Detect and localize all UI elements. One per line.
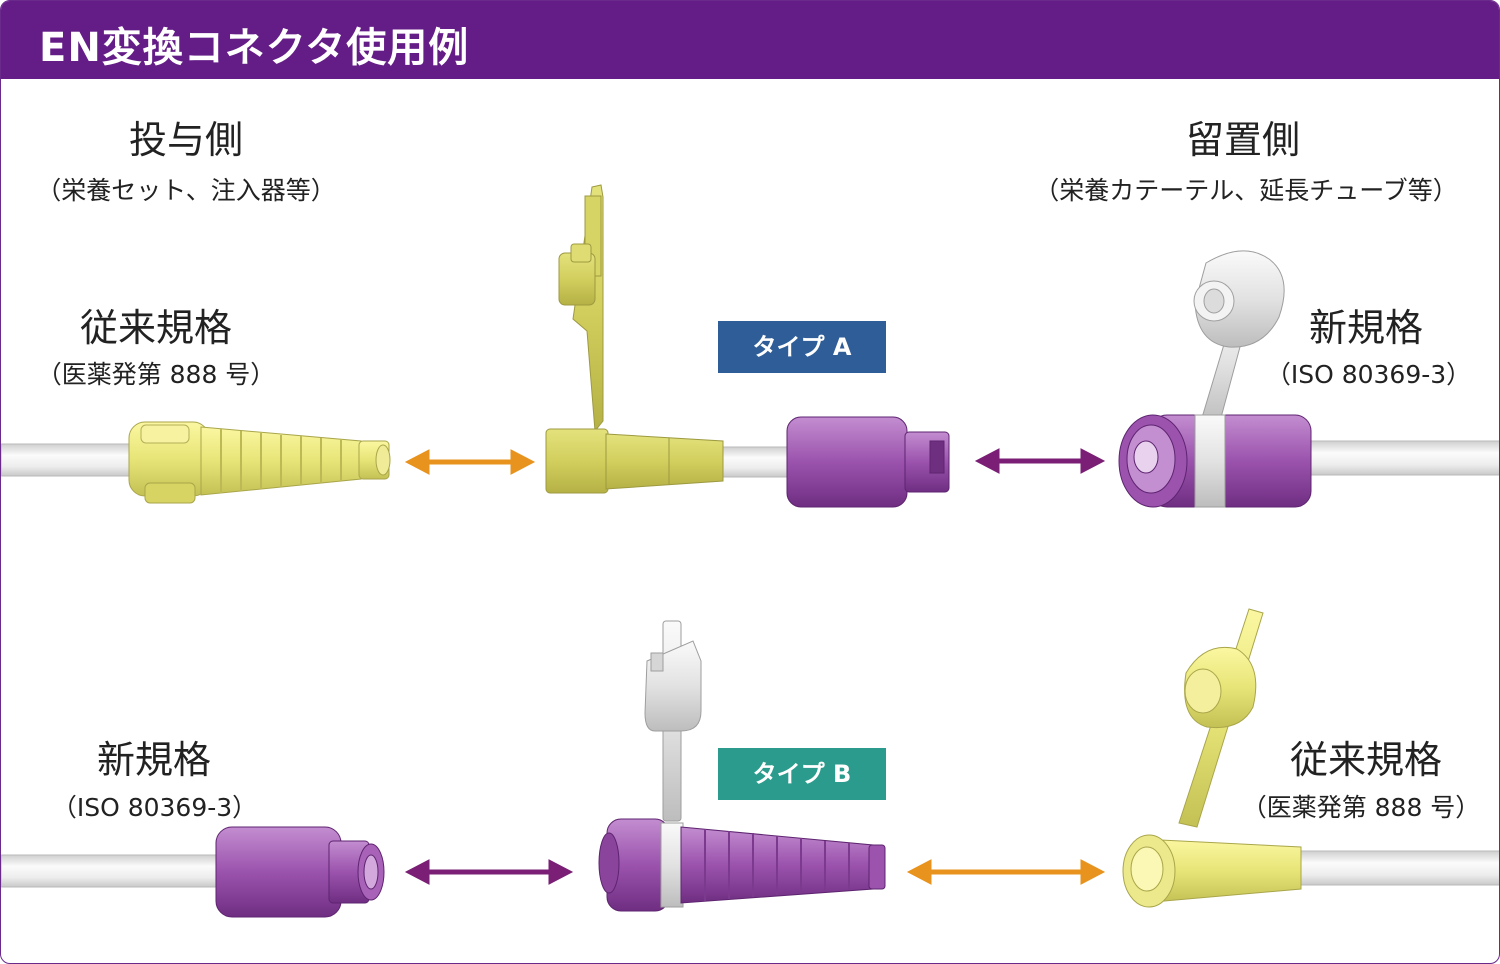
label-new-standard-top: 新規格 <box>1308 306 1423 350</box>
label-new-standard-bottom: 新規格 <box>96 738 211 782</box>
tube-bottom-right <box>1290 850 1499 886</box>
heading-administration-side: 投与側 <box>128 118 243 162</box>
label-legacy-standard-top: 従来規格 <box>79 306 232 350</box>
tube-top-right <box>1295 440 1499 476</box>
subheading-indwelling-side: （栄養カテーテル、延長チューブ等） <box>1034 176 1458 205</box>
tube-bottom-left <box>1 854 242 888</box>
type-a-adapter <box>545 184 950 508</box>
sublabel-new-standard-bottom: （ISO 80369-3） <box>51 793 258 822</box>
tube-top-middle <box>720 446 792 478</box>
arrow-top-right <box>974 448 1106 474</box>
arrow-bottom-right <box>906 859 1106 885</box>
sublabel-legacy-standard-bottom: （医薬発第 888 号） <box>1241 793 1481 822</box>
tube-top-left <box>1 443 152 477</box>
title-bar: EN変換コネクタ使用例 <box>1 1 1499 79</box>
figure-title: EN変換コネクタ使用例 <box>39 25 470 71</box>
sublabel-legacy-standard-top: （医薬発第 888 号） <box>36 360 276 389</box>
heading-indwelling-side: 留置側 <box>1185 118 1300 162</box>
badge-type-b: タイプ B <box>718 748 886 800</box>
legacy-connector-bottom-right <box>1122 608 1302 908</box>
arrow-top-left <box>404 449 536 475</box>
sublabel-new-standard-top: （ISO 80369-3） <box>1265 360 1472 389</box>
badge-type-a: タイプ A <box>718 321 886 373</box>
iso-connector-bottom-left <box>215 826 385 918</box>
arrow-bottom-left <box>404 859 574 885</box>
type-b-adapter <box>598 620 886 912</box>
legacy-connector-top-left <box>128 421 391 504</box>
subheading-administration-side: （栄養セット、注入器等） <box>36 176 336 205</box>
label-legacy-standard-bottom: 従来規格 <box>1289 738 1442 782</box>
iso-connector-top-right <box>1118 250 1312 508</box>
